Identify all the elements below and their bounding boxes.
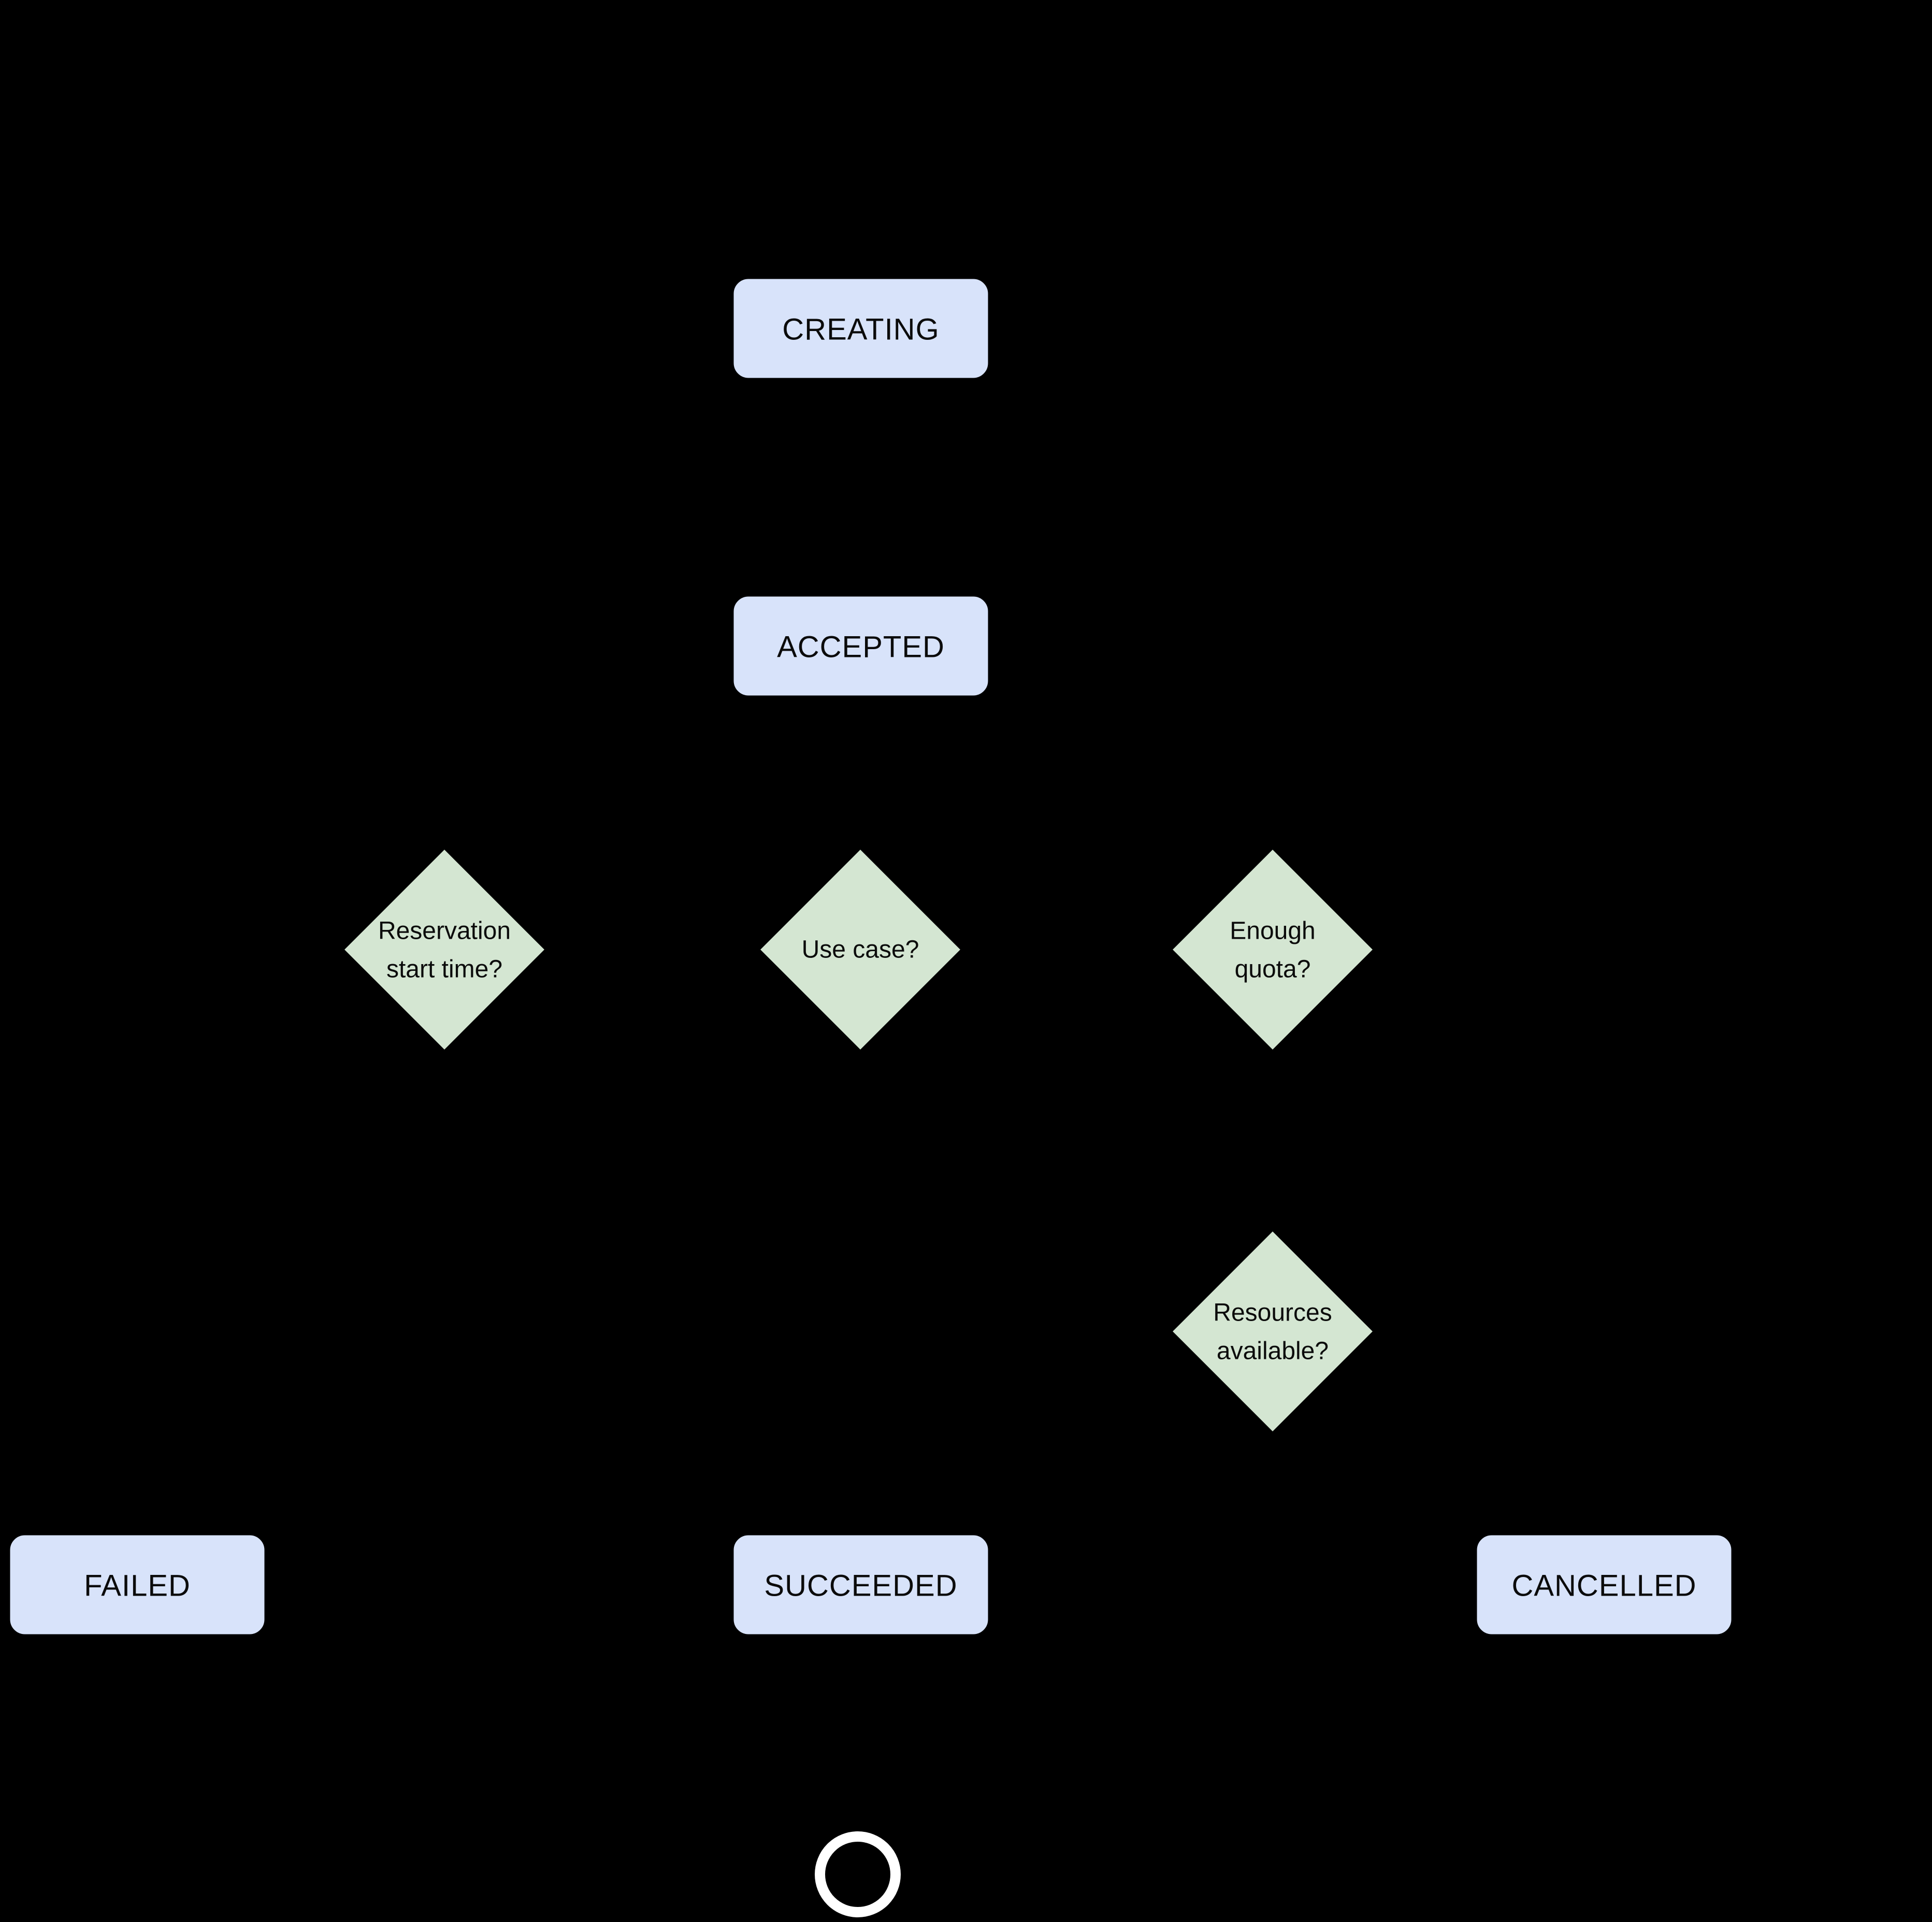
state-box [732,277,990,380]
state-node-failed: FAILED [8,1533,266,1636]
state-node-cancelled: CANCELLED [1475,1533,1733,1636]
state-label-cancelled: CANCELLED [1511,1569,1696,1603]
decision-label-line2: quota? [1235,956,1311,983]
state-box [732,595,990,697]
decision-label-line1: Reservation [378,917,511,945]
decision-label-line2: available? [1217,1338,1329,1365]
decision-label-line1: Use case? [802,936,919,964]
state-node-creating: CREATING [732,277,990,380]
state-node-accepted: ACCEPTED [732,595,990,697]
state-box [1475,1533,1733,1636]
decision-diamond [758,847,963,1052]
decision-node-use-case: Use case? [758,847,963,1052]
decision-diamond [1170,1229,1375,1434]
state-label-accepted: ACCEPTED [777,630,945,664]
decision-node-enough-quota: Enough quota? [1170,847,1375,1052]
state-label-creating: CREATING [782,313,939,347]
state-label-failed: FAILED [84,1569,191,1603]
decision-label-line1: Resources [1213,1299,1332,1327]
decision-diamond [1170,847,1375,1052]
decision-node-reservation-start-time: Reservation start time? [342,847,547,1052]
end-state-circle-icon [815,1831,901,1917]
decision-diamond [342,847,547,1052]
decision-label-line1: Enough [1230,917,1316,945]
state-box [8,1533,266,1636]
state-label-succeeded: SUCCEEDED [764,1569,957,1603]
decision-label-line2: start time? [386,956,502,983]
state-box [732,1533,990,1636]
decision-node-resources-available: Resources available? [1170,1229,1375,1434]
state-node-succeeded: SUCCEEDED [732,1533,990,1636]
